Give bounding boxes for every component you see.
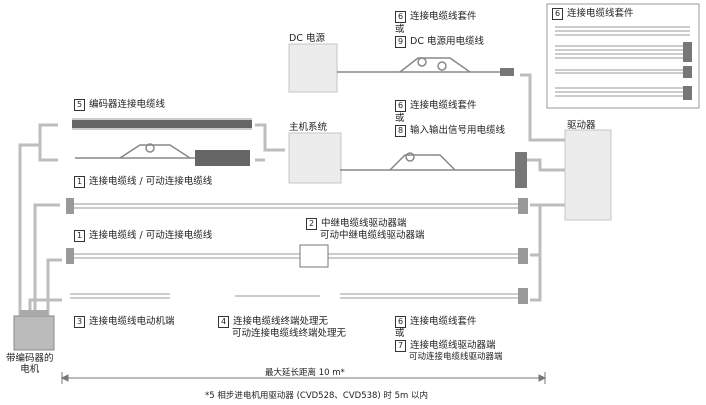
driver-label: 驱动器: [567, 120, 596, 131]
host-system-box: [288, 132, 342, 184]
io-cable: [340, 152, 515, 171]
cable-4-line2: 可动连接电缆线终端处理无: [232, 328, 347, 339]
distance-label: 最大延长距离 10 m*: [265, 368, 345, 378]
relay-connector: [299, 244, 329, 268]
encoder-connector: [195, 150, 250, 166]
footnote: *5 相步进电机用驱动器 (CVD528、CVD538) 时 5m 以内: [205, 391, 429, 401]
conn-a-right: [518, 198, 528, 214]
cable-kit-wires: [555, 26, 690, 97]
connection-lines: [18, 73, 565, 325]
conn-a-left: [66, 198, 74, 214]
kit-connector-b: [683, 66, 692, 78]
dc-cable: [337, 57, 500, 73]
conn-b-left: [66, 248, 74, 264]
connection-cable-a: [70, 203, 520, 209]
io-connector: [515, 152, 527, 188]
host-system-label: 主机系统: [289, 122, 328, 133]
kit-connector-a: [683, 42, 692, 62]
kit-connector-c: [683, 86, 692, 100]
motor-body: [13, 315, 55, 351]
connection-cable-b: [70, 253, 520, 259]
dc-power-label: DC 电源: [289, 33, 325, 44]
conn-c-right: [518, 288, 528, 304]
cable-2-line2: 可动中继电缆线驱动器端: [320, 230, 425, 241]
distance-arrow: [60, 372, 547, 384]
cable-kit-box: [546, 3, 700, 109]
dc-power-box: [288, 43, 338, 93]
motor-flange: [20, 310, 48, 316]
encoder-cable: [72, 118, 252, 130]
driver-box: [564, 129, 612, 221]
or-top: 或: [395, 24, 405, 35]
motor-label: 带编码器的 电机: [6, 353, 54, 375]
connection-cable-c: [70, 293, 520, 299]
or-bot: 或: [395, 328, 405, 339]
dc-connector: [500, 68, 514, 76]
cable-7-line2: 可动连接电缆线驱动器端: [409, 352, 503, 362]
conn-b-right: [518, 248, 528, 264]
or-mid: 或: [395, 113, 405, 124]
